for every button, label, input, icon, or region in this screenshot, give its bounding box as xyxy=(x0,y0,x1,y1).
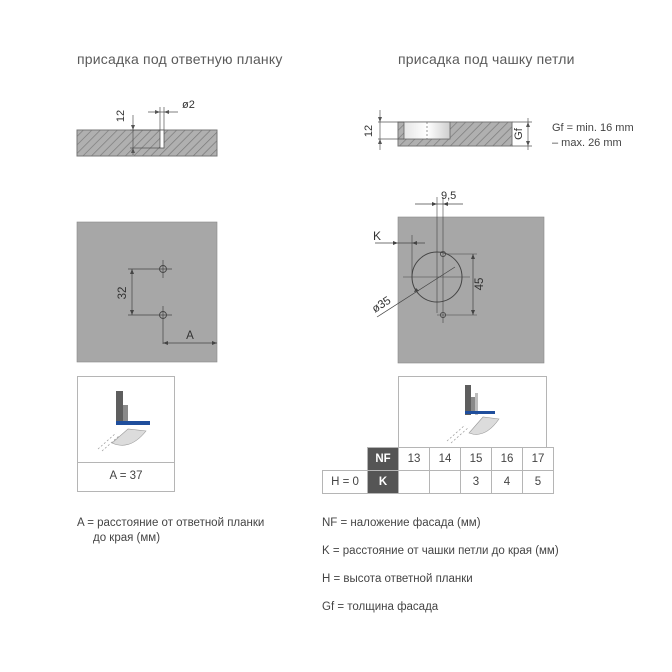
plate-drill-hole xyxy=(159,129,165,149)
plate-spacing-label: 32 xyxy=(117,287,129,300)
nf-value-cell: 15 xyxy=(460,447,492,471)
left-legend-line-2: до края (мм) xyxy=(93,532,161,544)
gf-label: Gf xyxy=(513,127,525,140)
plate-board-section xyxy=(76,129,218,157)
plate-edge-label: A xyxy=(186,330,194,342)
right-title: присадка под чашку петли xyxy=(398,51,575,67)
left-hinge-plate xyxy=(116,421,150,425)
left-result-value: A = 37 xyxy=(109,470,143,482)
plate-depth-label: 12 xyxy=(115,110,127,122)
cup-diameter-label: ø35 xyxy=(370,295,393,316)
right-legend-gf: Gf = толщина фасада xyxy=(322,601,439,613)
nf-value-cell: 17 xyxy=(522,447,554,471)
k-value-cell xyxy=(429,470,461,494)
cup-offset-label: 9,5 xyxy=(441,190,456,202)
gf-note-max: – max. 26 mm xyxy=(552,137,622,149)
right-hinge-icon xyxy=(446,385,500,444)
nf-header-cell: NF xyxy=(367,447,399,471)
nf-value-cell: 14 xyxy=(429,447,461,471)
k-value-cell: 5 xyxy=(522,470,554,494)
left-hinge-icon xyxy=(97,391,150,452)
k-header-cell: K xyxy=(367,470,399,494)
k-value-cell xyxy=(398,470,430,494)
h-row-label: H = 0 xyxy=(322,470,368,494)
k-value-cell: 4 xyxy=(491,470,523,494)
cup-board-section xyxy=(397,121,513,147)
cup-depth-label: 12 xyxy=(363,125,375,137)
right-legend-h: H = высота ответной планки xyxy=(322,573,473,585)
right-hinge-plate xyxy=(465,411,495,414)
cup-panel-face xyxy=(397,216,545,364)
nf-k-table: NF 13 14 15 16 17 H = 0 K 3 4 5 xyxy=(322,447,554,494)
cup-section-drawing: 12 Gf xyxy=(363,110,532,150)
nf-value-cell: 13 xyxy=(398,447,430,471)
right-legend-k: K = расстояние от чашки петли до края (м… xyxy=(322,545,559,557)
nf-header-row: NF 13 14 15 16 17 xyxy=(323,447,554,471)
cup-edge-label: K xyxy=(373,229,381,243)
left-title: присадка под ответную планку xyxy=(77,51,283,67)
nf-value-cell: 16 xyxy=(491,447,523,471)
right-legend-nf: NF = наложение фасада (мм) xyxy=(322,517,481,529)
plate-diameter-label: ø2 xyxy=(182,99,195,111)
left-legend-line-1: A = расстояние от ответной планки xyxy=(77,517,265,529)
cup-spacing-label: 45 xyxy=(474,278,486,291)
right-hinge-box xyxy=(398,376,547,448)
gf-note-min: Gf = min. 16 mm xyxy=(552,122,634,134)
plate-panel-face xyxy=(76,221,218,363)
k-value-cell: 3 xyxy=(460,470,492,494)
plate-drilling-panel: 32 A xyxy=(76,221,218,363)
k-row: H = 0 K 3 4 5 xyxy=(322,470,554,494)
cup-drilling-panel: 9,5 K 45 ø35 xyxy=(370,190,545,364)
plate-section-drawing: 12 ø2 xyxy=(76,99,218,157)
left-hinge-box: A = 37 xyxy=(77,376,175,492)
